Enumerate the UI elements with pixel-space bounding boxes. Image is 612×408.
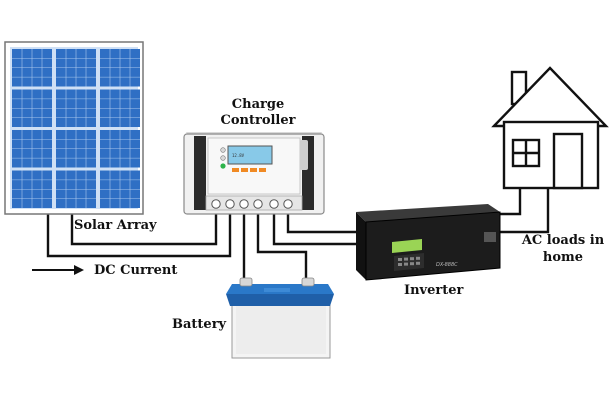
arrow-right-icon: [32, 265, 84, 275]
wire-controller-to-inverter-1: [272, 213, 356, 246]
solar-panel-icon: [4, 41, 144, 215]
terminal-screw: [283, 199, 293, 209]
label-dc-current: DC Current: [94, 263, 177, 278]
inverter-buttons: [398, 256, 420, 266]
inverter-button: [398, 263, 402, 266]
label-ac-loads-2: home: [543, 250, 583, 265]
charge-controller-icon: 12.8V: [183, 132, 325, 215]
wire-solar-to-controller-2: [70, 212, 218, 246]
wire-controller-to-battery-neg: [256, 213, 308, 290]
wire-controller-to-inverter-2: [286, 213, 356, 234]
solar-cells: [12, 49, 140, 208]
label-charge-controller-2: Controller: [221, 113, 296, 128]
terminal-screw: [225, 199, 235, 209]
inverter-button: [416, 256, 420, 260]
inverter-button: [410, 262, 414, 266]
label-ac-loads-1: AC loads in: [521, 233, 605, 248]
controller-terminals: [211, 199, 293, 209]
label-solar-array: Solar Array: [74, 218, 157, 233]
label-charge-controller-1: Charge: [232, 97, 284, 112]
label-inverter: Inverter: [404, 283, 463, 298]
house-icon: [491, 66, 609, 190]
terminal-screw: [211, 199, 221, 209]
inverter-button: [416, 261, 420, 265]
inverter-button: [410, 257, 414, 261]
wire-solar-to-controller-1: [46, 212, 232, 258]
wire-inverter-to-house-2: [500, 188, 550, 234]
inverter-button: [404, 257, 408, 261]
terminal-screw: [253, 199, 263, 209]
terminal-screw: [269, 199, 279, 209]
inverter-icon: DX-888C: [356, 204, 501, 281]
inverter-brand: DX-888C: [436, 262, 458, 268]
label-battery: Battery: [172, 317, 227, 332]
inverter-button: [404, 262, 408, 266]
inverter-button: [398, 258, 402, 261]
controller-lcd-readout: 12.8V: [232, 153, 245, 158]
terminal-screw: [239, 199, 249, 209]
battery-icon: [226, 277, 334, 359]
wiring: [46, 188, 550, 290]
